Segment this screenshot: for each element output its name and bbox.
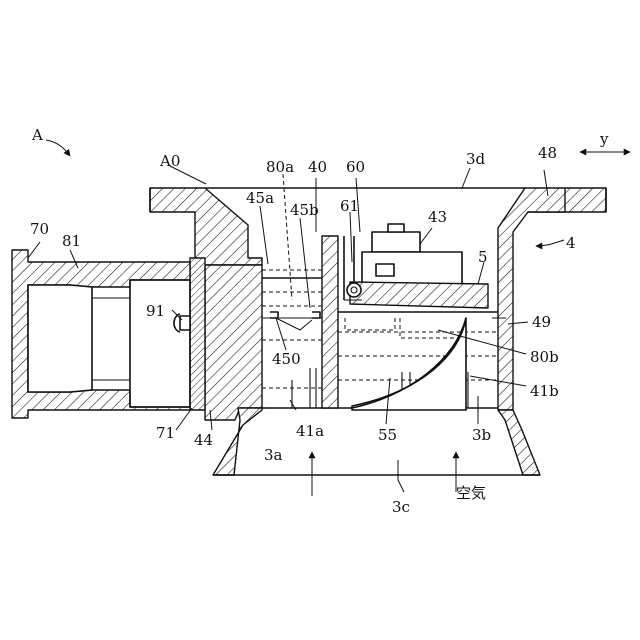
label-70: 70 <box>30 220 49 238</box>
label-61: 61 <box>340 197 359 215</box>
label-43: 43 <box>428 208 447 226</box>
label-41b: 41b <box>530 382 559 400</box>
leader-lines <box>28 166 548 492</box>
connector-70 <box>12 250 190 418</box>
label-3d: 3d <box>466 150 486 168</box>
mechanism-upper <box>344 224 488 308</box>
label-44: 44 <box>194 431 213 449</box>
label-48: 48 <box>538 144 557 162</box>
label-5: 5 <box>478 248 488 266</box>
label-80a: 80a <box>266 158 294 176</box>
screw-91 <box>174 314 190 332</box>
label-3c: 3c <box>392 498 410 516</box>
label-45b: 45b <box>290 201 319 219</box>
label-45a: 45a <box>246 189 274 207</box>
label-A: A <box>31 126 43 144</box>
label-41a: 41a <box>296 422 324 440</box>
label-40: 40 <box>308 158 327 176</box>
label-4: 4 <box>566 234 576 252</box>
plate-71 <box>190 258 205 410</box>
label-55: 55 <box>378 426 397 444</box>
label-60: 60 <box>346 158 365 176</box>
label-A0: A0 <box>159 152 180 170</box>
label-71: 71 <box>156 424 175 442</box>
label-80b: 80b <box>530 348 559 366</box>
label-air: 空気 <box>456 484 486 502</box>
label-81: 81 <box>62 232 81 250</box>
label-3b: 3b <box>472 426 491 444</box>
label-3a: 3a <box>264 446 283 464</box>
label-y: y <box>599 130 609 148</box>
label-49: 49 <box>532 313 551 331</box>
label-450: 450 <box>272 350 301 368</box>
label-91: 91 <box>146 302 165 320</box>
left-wall-44 <box>205 265 270 420</box>
